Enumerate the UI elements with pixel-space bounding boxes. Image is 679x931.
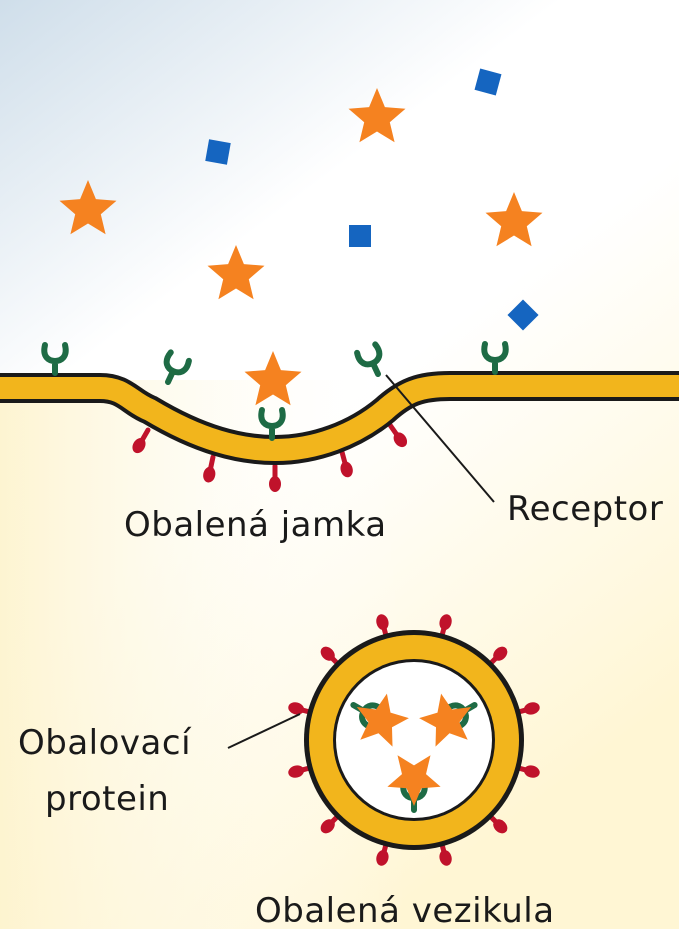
coated-vesicle-label: Obalená vezikula (255, 894, 555, 928)
coat-protein-label-line1: Obalovací (18, 726, 191, 760)
coated-vesicle (287, 613, 541, 867)
cytoplasm-tint (0, 380, 679, 929)
ligand-square (349, 225, 371, 247)
ligand-square (205, 139, 230, 164)
receptor-label: Receptor (507, 492, 663, 526)
coated-pit-label: Obalená jamka (124, 508, 387, 542)
coat-protein-label-line2: protein (45, 782, 169, 816)
